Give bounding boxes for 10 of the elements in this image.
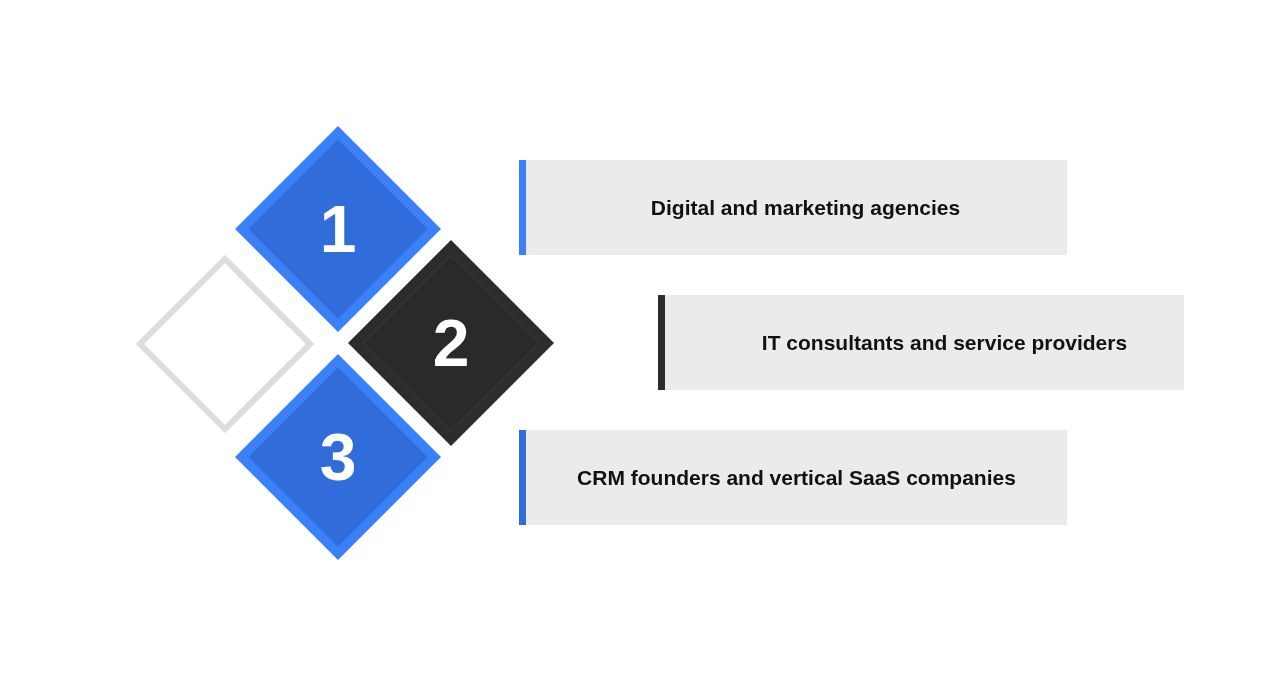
step-number: 2: [432, 310, 470, 376]
text-panel: [658, 295, 1184, 390]
text-panel: [519, 430, 1067, 525]
panel-text: CRM founders and vertical SaaS companies: [577, 464, 1016, 491]
panel-text: IT consultants and service providers: [761, 329, 1128, 356]
outline-diamond: [136, 255, 314, 433]
text-panel: [519, 160, 1067, 255]
step-number: 3: [319, 424, 357, 490]
step-number: 1: [319, 196, 357, 262]
panel-text: Digital and marketing agencies: [650, 194, 961, 221]
